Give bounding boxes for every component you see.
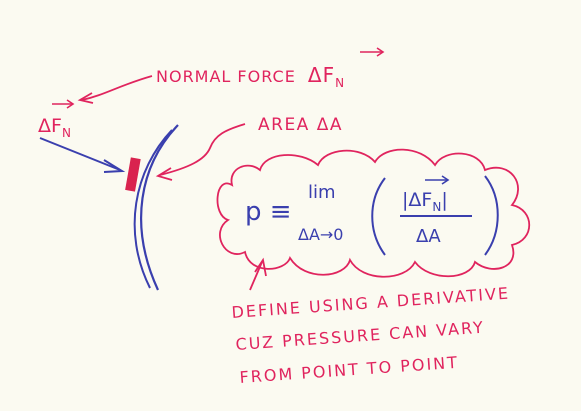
formula-lim: lim	[308, 182, 336, 203]
surface-curve-inner	[133, 129, 173, 289]
force-arrow-shaft	[39, 137, 121, 171]
note-pointer-head	[254, 257, 267, 277]
area-label: AREA ΔA	[258, 115, 343, 135]
area-pointer	[159, 123, 246, 176]
formula-left-paren	[371, 177, 386, 256]
area-pointer-head	[155, 167, 173, 181]
normal-force-label: NORMAL FORCE ΔFN	[156, 63, 345, 90]
force-label: ΔFN	[38, 115, 71, 140]
force-arrow-head	[103, 159, 126, 173]
formula-right-paren	[484, 175, 499, 256]
surface-curve-outer	[140, 124, 179, 291]
force-label-vector-tip	[66, 99, 75, 109]
numerator-vector-tip	[441, 175, 450, 185]
formula-numerator: |ΔFN|	[402, 189, 448, 214]
formula-limit-subscript: ΔA→0	[298, 225, 343, 244]
normal-force-pointer	[81, 75, 153, 101]
note-pointer	[249, 261, 263, 291]
formula-p: p ≡	[245, 197, 292, 227]
formula-denominator: ΔA	[416, 226, 441, 247]
area-element-patch	[125, 157, 141, 192]
normal-force-vector-tip	[376, 47, 385, 57]
normal-force-pointer-head	[77, 92, 94, 104]
